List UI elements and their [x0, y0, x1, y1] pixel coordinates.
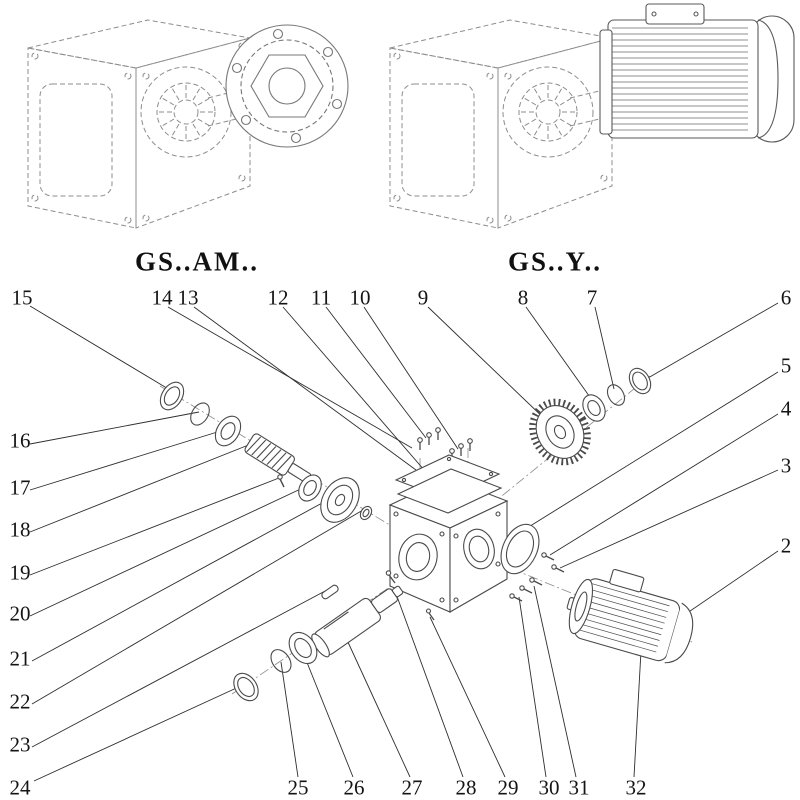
part-seal-ring-15: [159, 381, 185, 411]
callout-13: 13: [177, 285, 199, 310]
variant-label-gs-y: GS..Y..: [507, 246, 603, 277]
callout-5: 5: [780, 353, 792, 378]
exploded-parts: [159, 367, 694, 702]
callout-14: 14: [151, 285, 173, 310]
callout-25: 25: [287, 775, 309, 800]
callout-22: 22: [9, 689, 31, 714]
callout-12: 12: [267, 285, 289, 310]
callout-4: 4: [780, 396, 792, 421]
callout-30: 30: [538, 775, 560, 800]
callout-18: 18: [9, 517, 31, 542]
part-motor-screws-30-31: [509, 577, 543, 602]
callout-15: 15: [11, 285, 33, 310]
callout-11: 11: [310, 285, 332, 310]
callout-24: 24: [9, 775, 31, 800]
part-plug-screw-3: [551, 564, 565, 573]
part-cover-screws-11: [417, 427, 441, 450]
part-key-23: [321, 584, 339, 600]
part-gasket-12: [396, 468, 503, 514]
callout-28: 28: [455, 775, 477, 800]
callout-32: 32: [625, 775, 647, 800]
callout-21: 21: [9, 646, 31, 671]
gearbox-y-outline-drawing: [389, 19, 613, 229]
callout-27: 27: [401, 775, 423, 800]
callout-16: 16: [9, 428, 31, 453]
part-helical-gear-9: [529, 398, 591, 466]
part-bearing-26: [288, 631, 318, 665]
gearbox-am-outline-drawing: [27, 19, 251, 229]
part-bearing-20: [298, 474, 322, 502]
callout-17: 17: [9, 475, 31, 500]
callout-23: 23: [9, 732, 31, 757]
part-spacer-ring-22: [359, 505, 373, 521]
part-circlip-7: [606, 384, 626, 406]
part-set-screw-19: [277, 474, 285, 488]
callout-19: 19: [9, 560, 31, 585]
part-motor-2-32: [566, 568, 694, 664]
part-washer-24: [233, 672, 259, 702]
part-plug-screw-4: [541, 552, 555, 561]
callout-3: 3: [780, 453, 792, 478]
part-screw-29: [425, 608, 435, 621]
callout-10: 10: [349, 285, 371, 310]
callout-9: 9: [417, 285, 429, 310]
callout-31: 31: [568, 775, 590, 800]
part-cover-ring-5: [500, 523, 540, 575]
part-circlip-16: [190, 402, 210, 426]
part-bearing-8: [582, 394, 606, 422]
part-seal-ring-6: [628, 367, 652, 395]
variant-label-gs-am: GS..AM..: [135, 246, 259, 277]
flange-drawing: [225, 24, 349, 148]
callout-2: 2: [780, 533, 792, 558]
part-bearing-17: [214, 415, 242, 447]
part-circlip-25: [270, 649, 292, 673]
part-gear-disc-21: [320, 477, 360, 523]
callout-6: 6: [780, 285, 792, 310]
callout-20: 20: [9, 601, 31, 626]
part-screw-28: [385, 570, 396, 584]
callout-26: 26: [343, 775, 365, 800]
motor-drawing: [599, 3, 795, 143]
callout-29: 29: [497, 775, 519, 800]
callout-7: 7: [586, 285, 598, 310]
part-output-shaft-27: [311, 585, 404, 658]
callout-8: 8: [517, 285, 529, 310]
